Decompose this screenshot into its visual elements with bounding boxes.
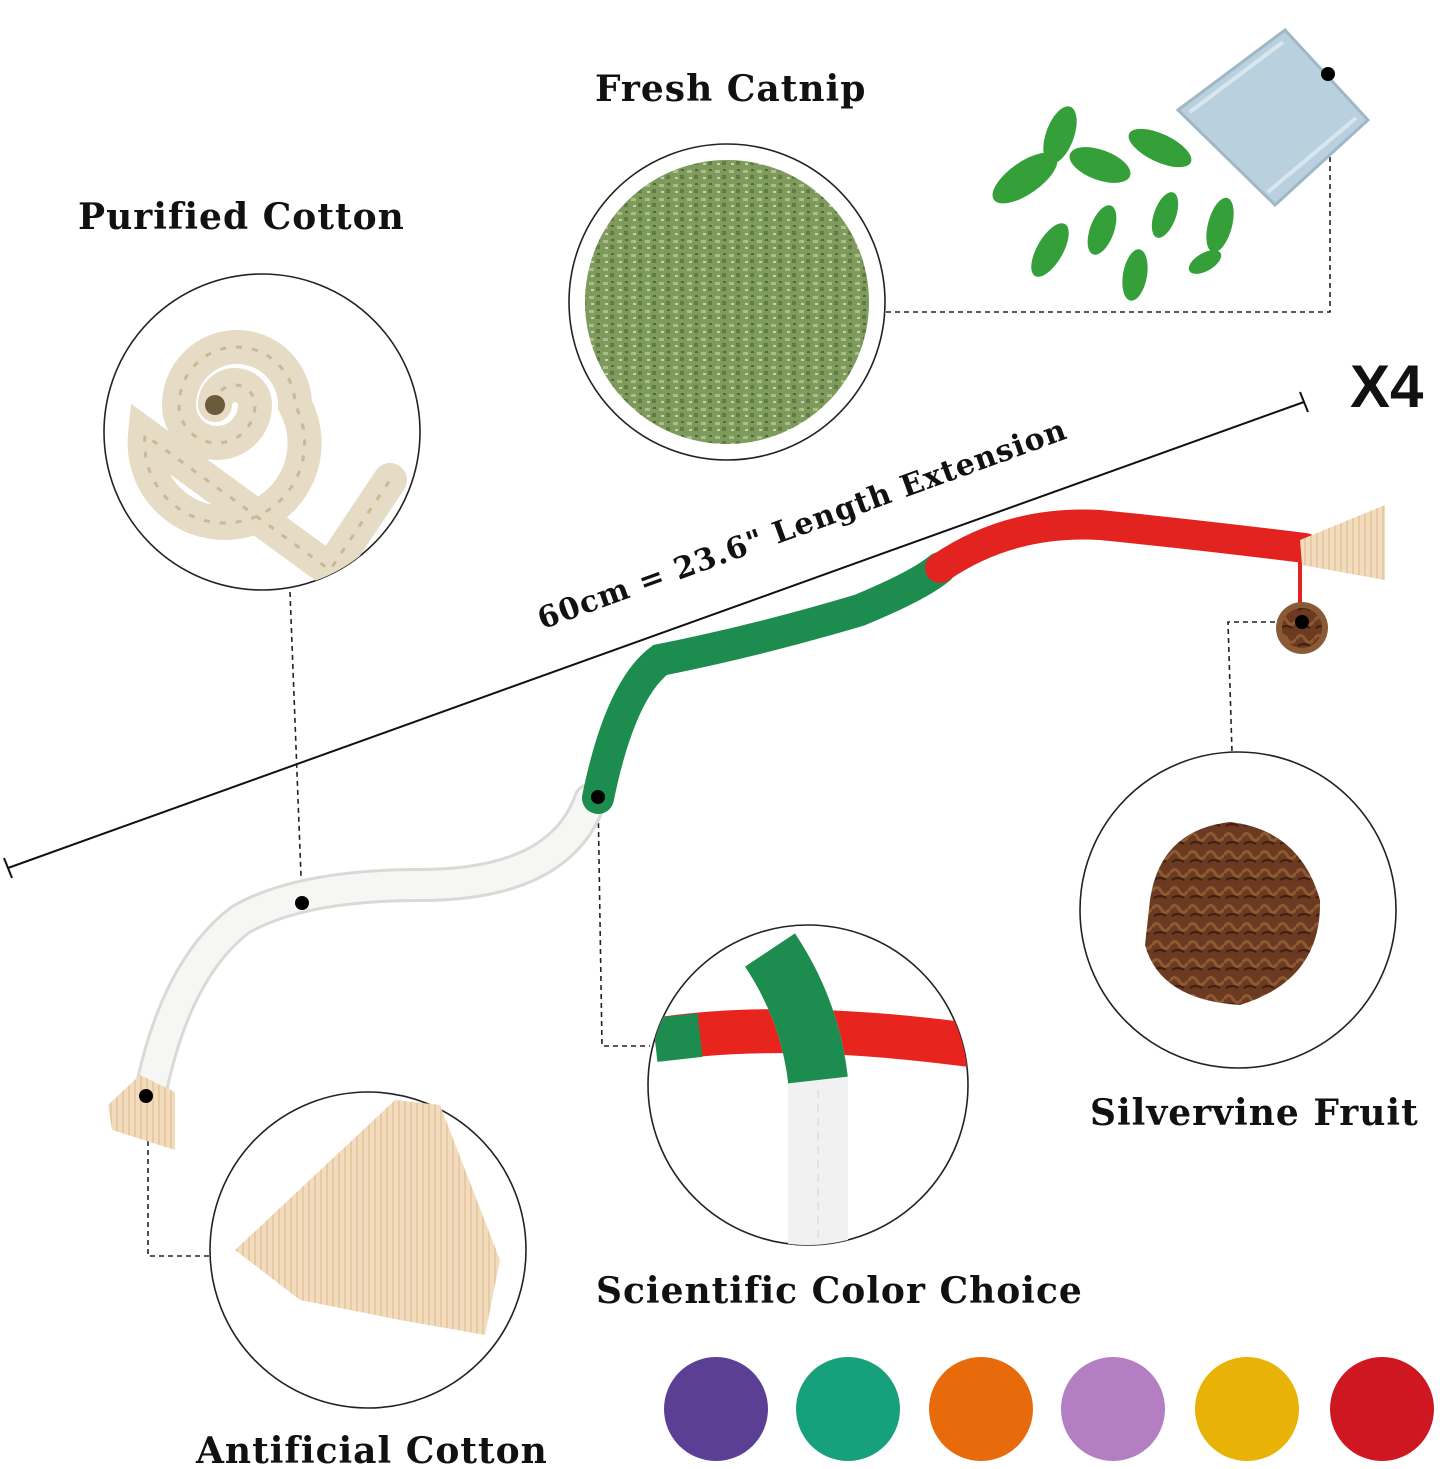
color-swatch-orange xyxy=(929,1357,1033,1461)
color-swatch-yellow xyxy=(1195,1357,1299,1461)
color-swatch-purple xyxy=(664,1357,768,1461)
purified-cotton-label: Purified Cotton xyxy=(78,196,405,238)
silvervine-fruit-label: Silvervine Fruit xyxy=(1090,1092,1419,1134)
rope-end-tassel-left xyxy=(108,1075,175,1150)
tassel-circle xyxy=(209,1091,527,1409)
quantity-label: X4 xyxy=(1350,353,1424,420)
length-measure-line xyxy=(3,391,1309,879)
color-swatch-lilac xyxy=(1061,1357,1165,1461)
silvervine-circle xyxy=(1079,751,1397,1069)
antificial-cotton-label: Antificial Cotton xyxy=(196,1430,548,1469)
color-swatch-red xyxy=(1330,1357,1434,1461)
mint-leaves-illustration xyxy=(992,27,1371,301)
rope-toy xyxy=(133,509,1320,1112)
leader-lines xyxy=(147,74,1331,1257)
rope-end-tassel-right xyxy=(1300,505,1385,580)
catnip-circle xyxy=(568,143,886,461)
cotton-rope-circle xyxy=(103,273,421,591)
scientific-color-choice-label: Scientific Color Choice xyxy=(596,1270,1083,1312)
rope-closeup-circle xyxy=(647,924,969,1246)
catnip-sachet xyxy=(1175,27,1371,208)
callout-dots xyxy=(139,67,1335,1103)
color-swatch-teal xyxy=(796,1357,900,1461)
fresh-catnip-label: Fresh Catnip xyxy=(595,68,867,110)
